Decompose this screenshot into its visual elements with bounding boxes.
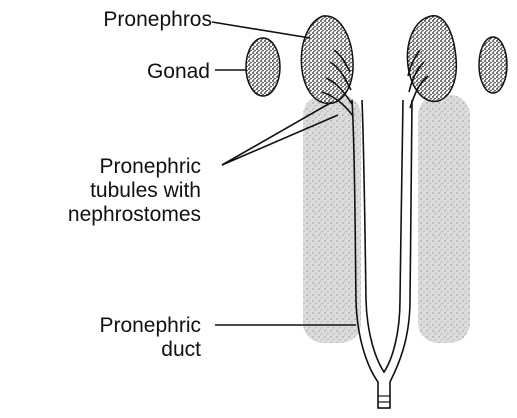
- tubules-label-line-1: Pronephric: [68, 155, 201, 179]
- pronephric-tubules-label: Pronephric tubules with nephrostomes: [68, 155, 201, 227]
- duct-label-line-2: duct: [99, 338, 201, 362]
- duct-label-line-1: Pronephric: [99, 314, 201, 338]
- pronephros-leader-line: [212, 22, 310, 38]
- tubules-label-line-3: nephrostomes: [68, 203, 201, 227]
- duct-terminal: [378, 396, 390, 408]
- right-stippled-region: [418, 95, 470, 343]
- pronephros-label: Pronephros: [103, 8, 212, 32]
- left-stippled-region: [303, 95, 361, 343]
- tubules-label-line-2: tubules with: [68, 179, 201, 203]
- right-gonad: [479, 37, 507, 93]
- pronephric-duct-inner: [362, 100, 403, 372]
- gonad-label: Gonad: [147, 60, 210, 84]
- left-gonad: [246, 38, 280, 96]
- pronephric-duct-label: Pronephric duct: [99, 314, 201, 362]
- left-pronephros: [301, 16, 353, 104]
